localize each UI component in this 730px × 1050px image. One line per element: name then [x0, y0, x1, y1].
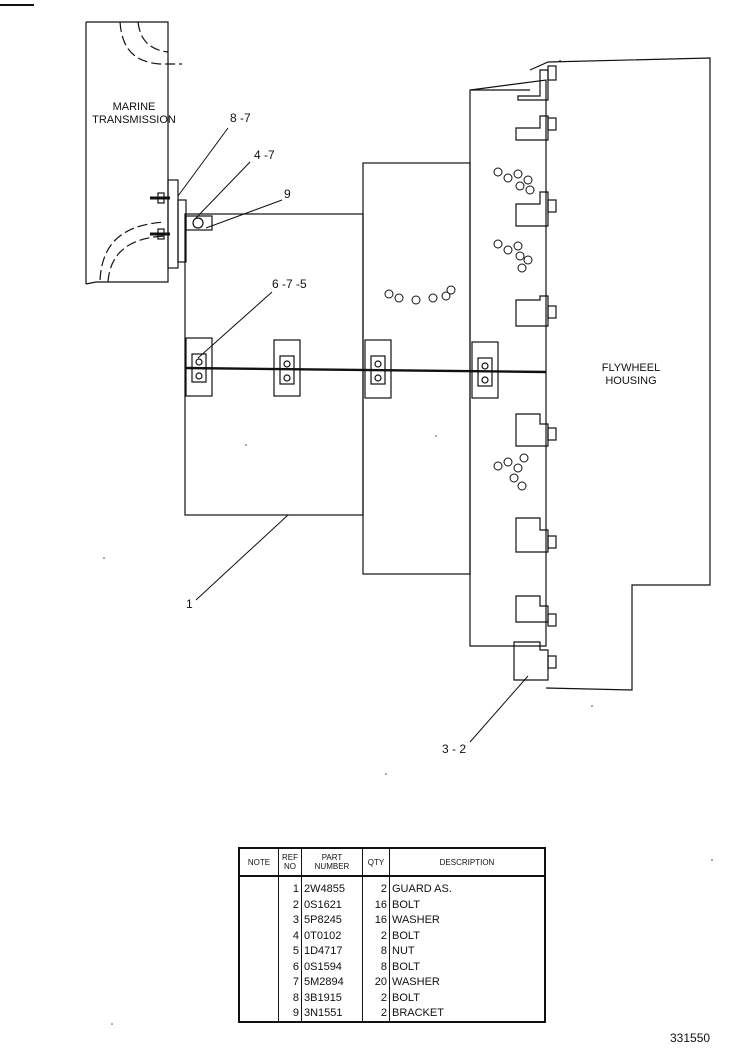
ref-cell: 5: [278, 943, 302, 959]
description-cell: GUARD AS.: [392, 883, 452, 896]
header-part-number: PART NUMBER: [301, 849, 363, 877]
vent-holes: [384, 167, 535, 491]
flywheel-housing-outline: [529, 57, 711, 691]
parts-table-header: NOTE REF NO PART NUMBER QTY DESCRIPTION: [240, 849, 544, 877]
header-description: DESCRIPTION: [389, 849, 544, 877]
header-qty: QTY: [362, 849, 390, 877]
parts-list-table: NOTE REF NO PART NUMBER QTY DESCRIPTION …: [238, 847, 546, 1023]
callout-4-7: 4 -7: [254, 148, 275, 162]
flywheel-housing-label: FLYWHEEL HOUSING: [586, 362, 676, 388]
part-number-cell: 0S1621: [301, 896, 363, 913]
note-cell: [240, 881, 279, 897]
header-part-number-line1: PART: [321, 853, 343, 862]
qty-cell: 20: [362, 974, 390, 990]
flywheel-housing-label-line2: HOUSING: [605, 375, 657, 387]
qty-cell: 2: [362, 989, 390, 1006]
callout-1: 1: [186, 597, 193, 611]
qty-cell: 16: [362, 912, 390, 928]
part-number-cell: 0S1594: [301, 958, 363, 975]
note-cell: [240, 927, 279, 944]
note-cell: [240, 989, 279, 1006]
callout-8-7: 8 -7: [230, 111, 251, 125]
note-cell: [240, 943, 279, 959]
marine-transmission-label-line2: TRANSMISSION: [92, 114, 176, 126]
description-cell: BRACKET: [392, 1007, 444, 1020]
part-number-cell: 1D4717: [301, 943, 363, 959]
header-ref-no: REF NO: [278, 849, 302, 877]
qty-cell: 2: [362, 1005, 390, 1021]
note-cell: [240, 974, 279, 990]
callout-3-2: 3 - 2: [442, 742, 467, 756]
header-ref-no-line2: NO: [284, 862, 296, 871]
description-cell: WASHER: [392, 976, 440, 989]
description-cell: BOLT: [392, 929, 420, 942]
transmission-bracket: [150, 179, 213, 269]
part-number-cell: 2W4855: [301, 881, 363, 897]
spacer-cell: [362, 876, 390, 882]
ref-cell: 9: [278, 1005, 302, 1021]
qty-cell: 8: [362, 958, 390, 975]
marine-transmission-label-line1: MARINE: [112, 101, 156, 113]
description-cell: BOLT: [392, 960, 420, 973]
header-ref-no-line1: REF: [282, 853, 298, 862]
note-cell: [240, 912, 279, 928]
guard-panel-middle: [362, 162, 471, 575]
ref-cell: 7: [278, 974, 302, 990]
part-number-cell: 0T0102: [301, 927, 363, 944]
ref-cell: 3: [278, 912, 302, 928]
rail-clamps: [185, 337, 499, 399]
ref-cell: 2: [278, 896, 302, 913]
part-number-cell: 3B1915: [301, 989, 363, 1006]
spacer-cell: [301, 876, 363, 882]
marine-transmission-outline: [85, 21, 182, 285]
header-note: NOTE: [240, 849, 279, 877]
description-cell: WASHER: [392, 914, 440, 927]
callout-9: 9: [284, 187, 291, 201]
note-cell: [240, 896, 279, 913]
description-cell: BOLT: [392, 991, 420, 1004]
description-cell: BOLT: [392, 898, 420, 911]
qty-cell: 8: [362, 943, 390, 959]
leader-lines: [177, 127, 529, 743]
note-cell: [240, 1005, 279, 1021]
marine-transmission-label: MARINE TRANSMISSION: [88, 101, 180, 127]
ref-cell: 8: [278, 989, 302, 1006]
scan-specks: [103, 435, 713, 1025]
qty-cell: 16: [362, 896, 390, 913]
part-number-cell: 5M2894: [301, 974, 363, 990]
ref-cell: 6: [278, 958, 302, 975]
header-part-number-line2: NUMBER: [314, 862, 350, 871]
qty-cell: 2: [362, 927, 390, 944]
guard-panel-right: [469, 79, 547, 647]
part-number-cell: 3N1551: [301, 1005, 363, 1021]
flywheel-brackets: [513, 65, 557, 681]
description-cell: NUT: [392, 945, 415, 958]
note-cell: [240, 958, 279, 975]
spacer-cell: [240, 876, 279, 882]
ref-cell: 4: [278, 927, 302, 944]
flywheel-housing-label-line1: FLYWHEEL: [601, 362, 661, 374]
table-spacer-row: [240, 876, 544, 882]
drawing-number: 331550: [670, 1031, 711, 1045]
part-number-cell: 5P8245: [301, 912, 363, 928]
ref-cell: 1: [278, 881, 302, 897]
spacer-cell: [278, 876, 302, 882]
qty-cell: 2: [362, 881, 390, 897]
callout-6-7-5: 6 -7 -5: [272, 277, 307, 291]
